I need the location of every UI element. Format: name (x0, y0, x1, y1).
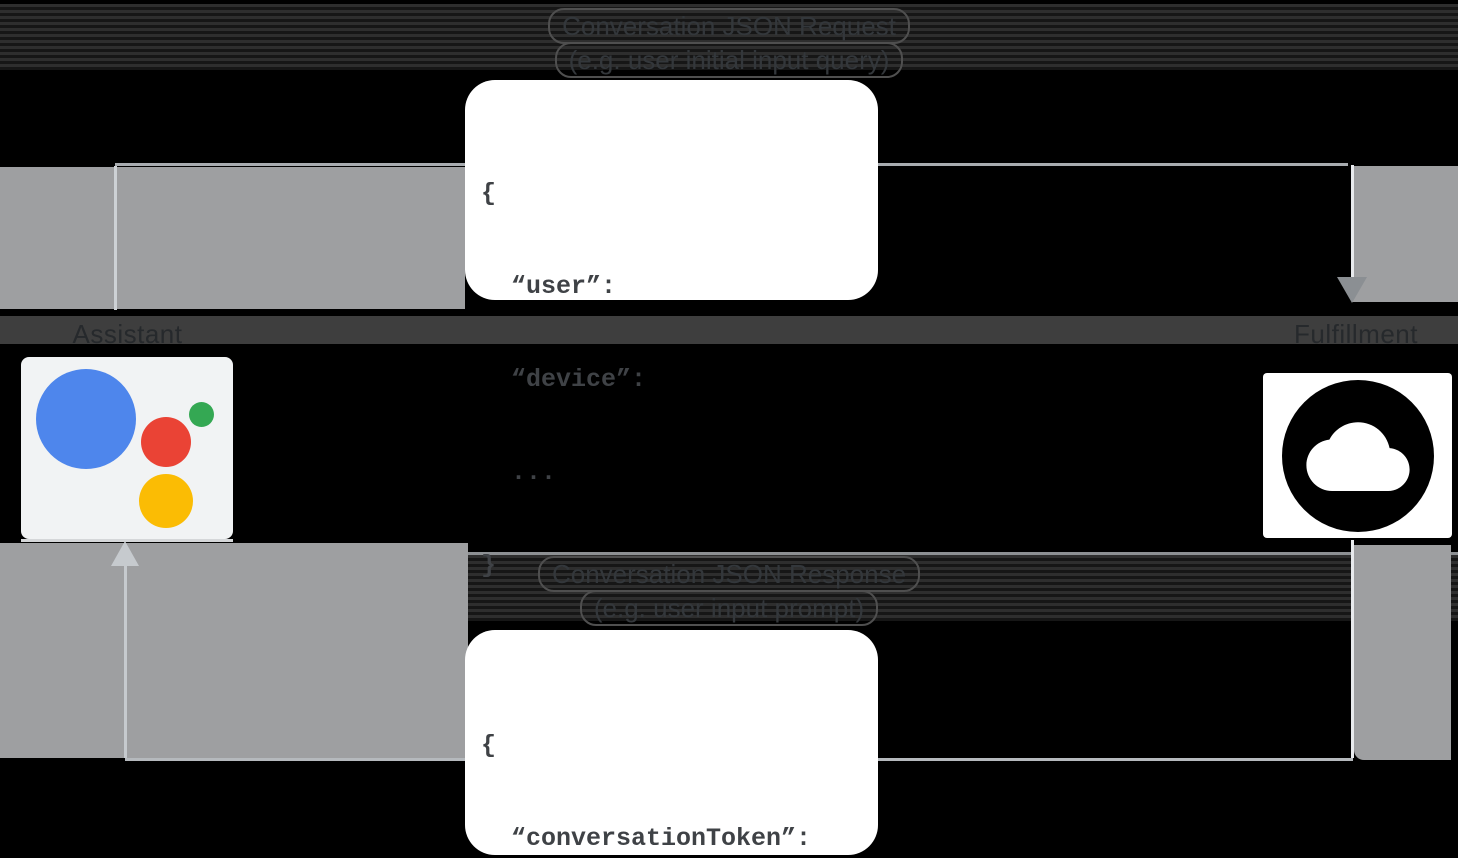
request-arrow-left-leg (114, 166, 117, 310)
response-code: { “conversationToken”: “userStorage”: ..… (465, 630, 878, 858)
request-arrow-right-leg (1351, 165, 1354, 279)
cloud-icon (1281, 379, 1434, 532)
arrow-down-icon (1337, 277, 1367, 303)
code-line: “device”: (481, 365, 647, 394)
arrow-up-icon (111, 541, 139, 566)
artifact-band-top (0, 4, 1458, 70)
response-subtitle-row: (e.g. user input prompt) (0, 590, 1458, 626)
gray-block-top-right (1352, 166, 1458, 302)
request-code-box: { “user”: “device”: ... } (465, 80, 878, 580)
artifact-band-middle (0, 316, 1458, 344)
response-subtitle: (e.g. user input prompt) (579, 590, 879, 626)
response-arrow-right-leg (1351, 540, 1354, 758)
artifact-line (0, 552, 1458, 555)
code-line: ... (481, 458, 557, 487)
assistant-label: Assistant (72, 319, 183, 349)
request-title-row: Conversation JSON Request (0, 8, 1458, 44)
assistant-yellow-circle (139, 474, 193, 528)
request-title: Conversation JSON Request (548, 8, 910, 44)
assistant-red-circle (141, 417, 191, 467)
code-line: { (481, 731, 497, 760)
code-line: “user”: (481, 272, 617, 301)
fulfillment-label: Fulfillment (1294, 319, 1418, 349)
assistant-tile-bottom-edge (21, 539, 233, 542)
request-subtitle-row: (e.g. user initial input query) (0, 42, 1458, 78)
assistant-blue-circle (36, 369, 136, 469)
code-line: { (481, 179, 497, 208)
assistant-tile (21, 357, 233, 539)
gray-block-top-left (0, 167, 465, 309)
response-code-box: { “conversationToken”: “userStorage”: ..… (465, 630, 878, 855)
request-subtitle: (e.g. user initial input query) (554, 42, 904, 78)
code-line: “conversationToken”: (481, 824, 812, 853)
response-arrow-left-leg (124, 566, 127, 758)
code-line: } (481, 551, 497, 580)
request-code: { “user”: “device”: ... } (465, 80, 878, 643)
gray-block-bottom-left (0, 543, 468, 758)
fulfillment-tile (1263, 373, 1452, 538)
google-assistant-logo-icon (21, 357, 233, 539)
assistant-green-circle (189, 402, 214, 427)
gray-block-bottom-right (1354, 545, 1451, 760)
